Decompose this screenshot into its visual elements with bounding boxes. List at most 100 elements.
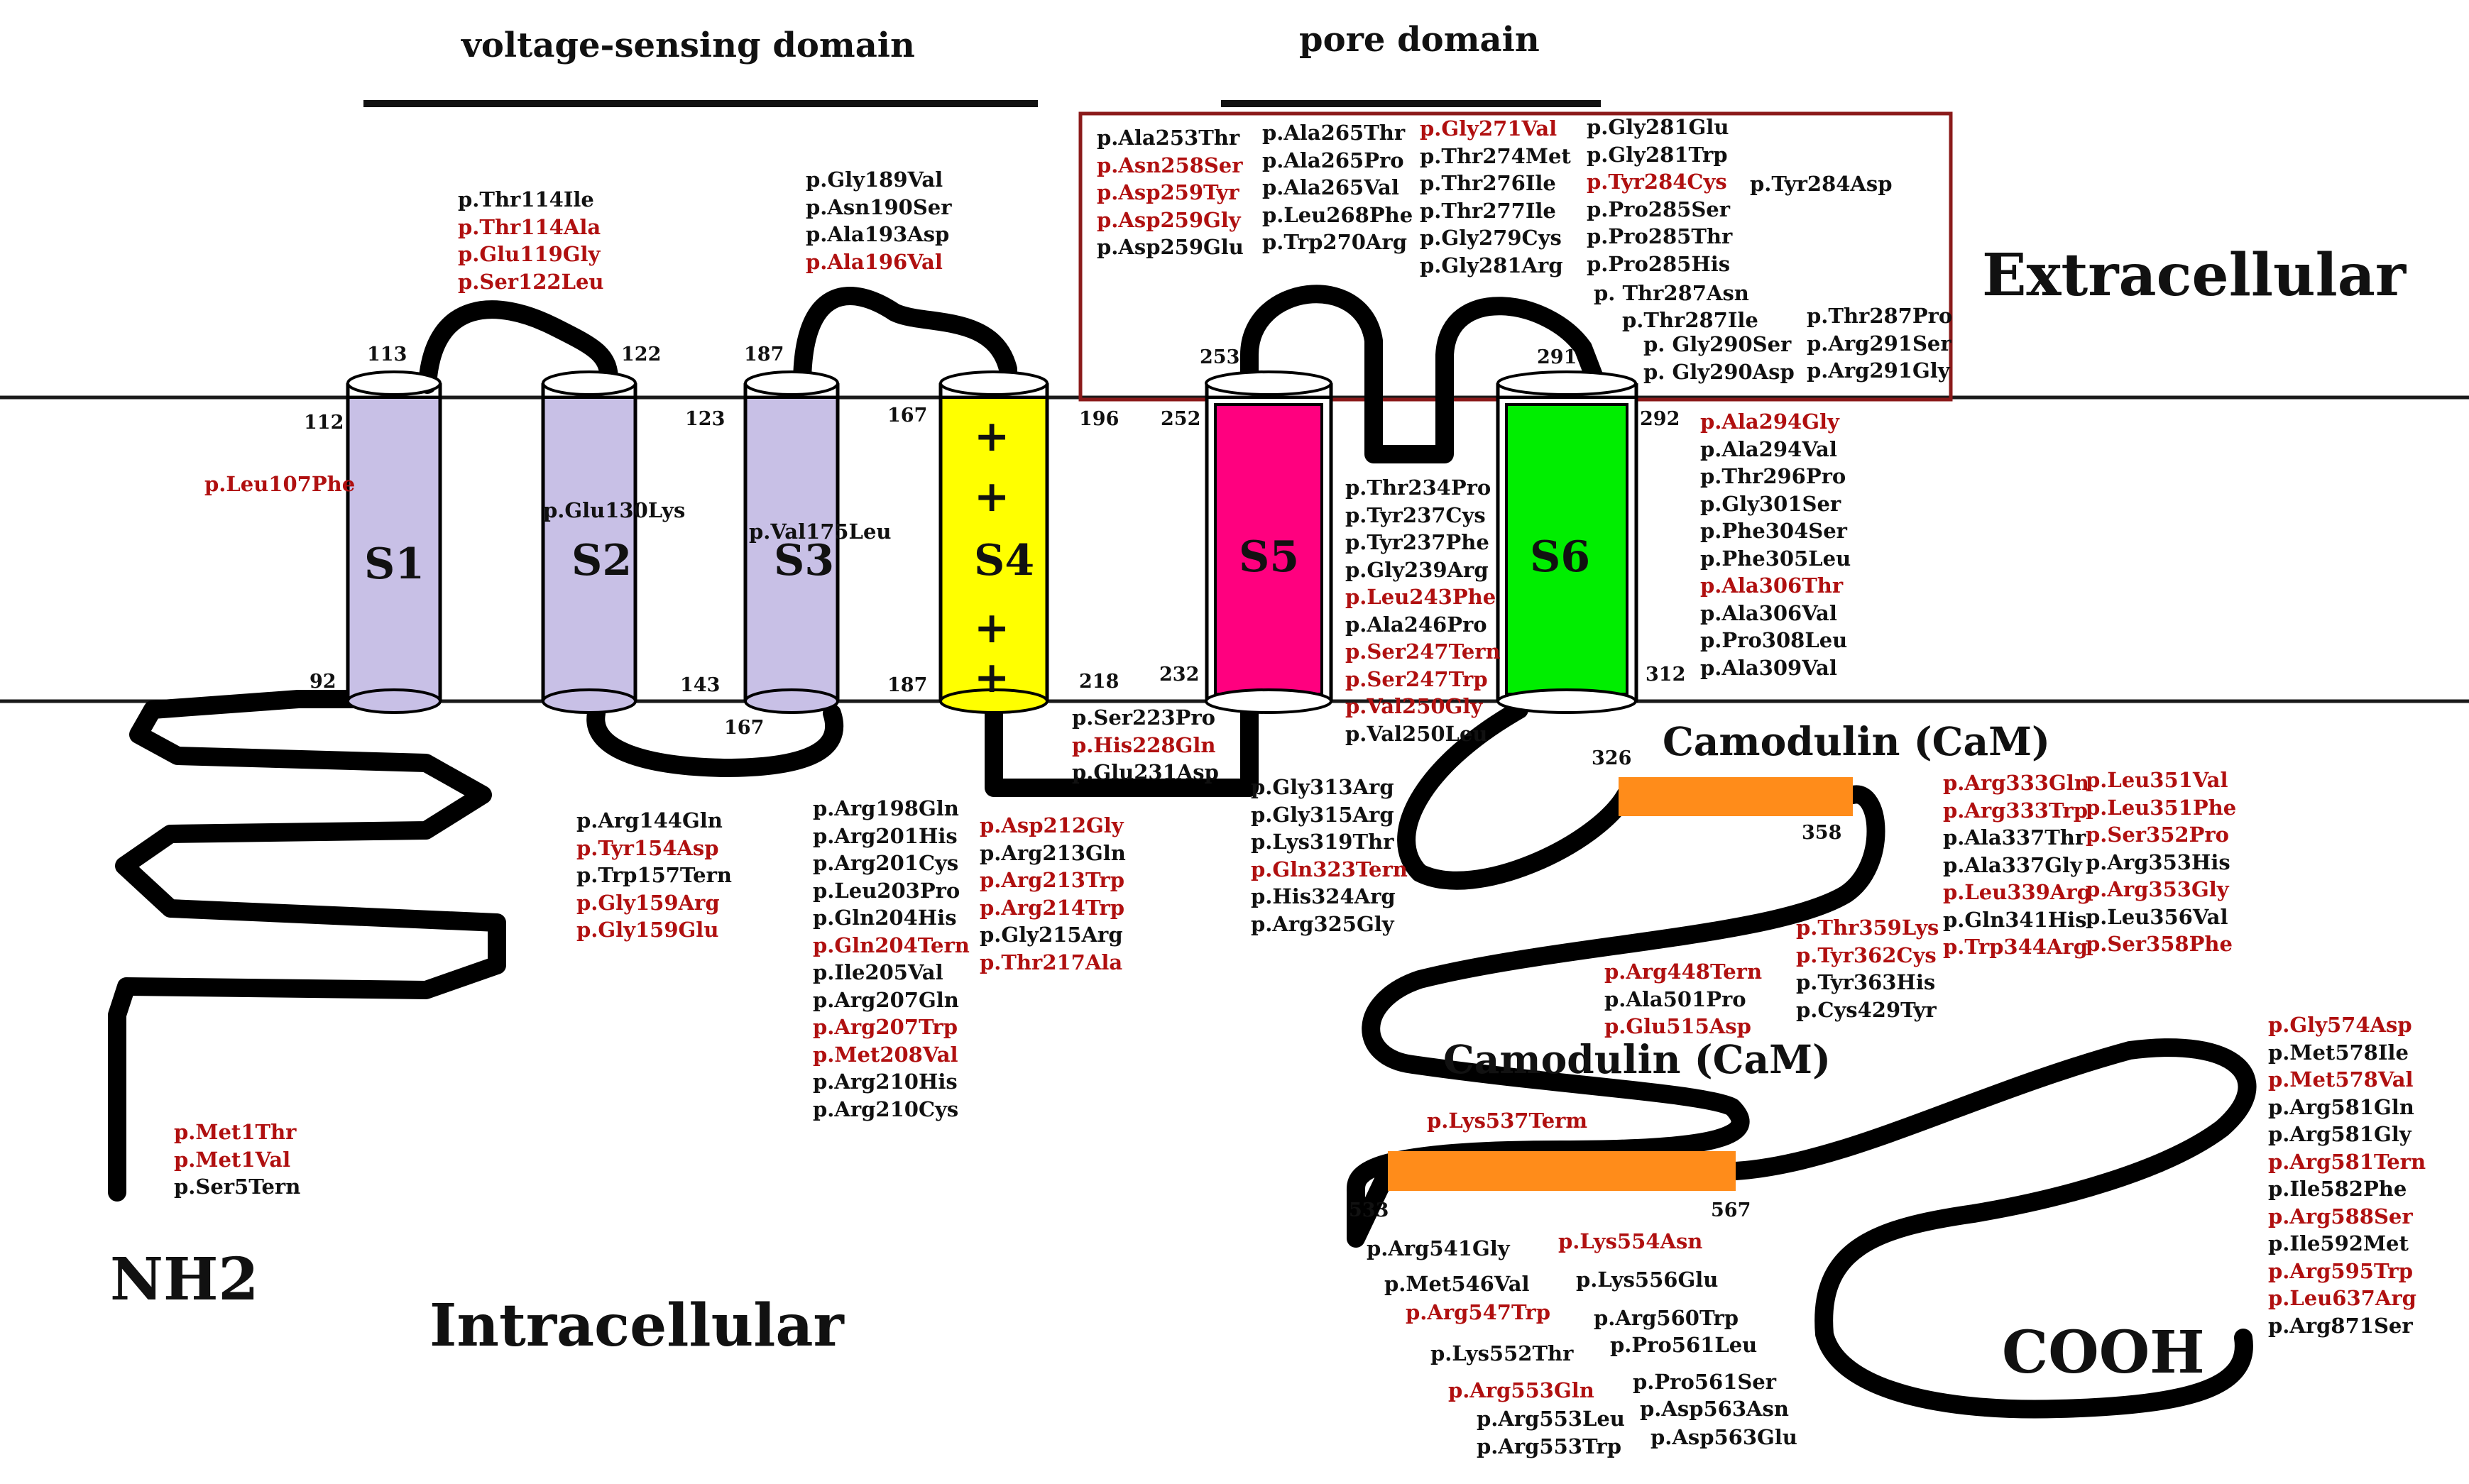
mutation-arg541gly: p.Arg541Gly (1367, 1235, 1510, 1263)
mutation-item: p.Gly313Arg (1251, 775, 1394, 799)
mutation-item: p.Tyr237Cys (1345, 502, 1486, 527)
mutation-item: p.Arg547Trp (1406, 1300, 1550, 1324)
mutation-asp563asn: p.Asp563Asn (1640, 1395, 1789, 1423)
s4-charge-4: + (974, 653, 1010, 703)
s1-helix (346, 370, 442, 714)
mutation-asp563glu: p.Asp563Glu (1650, 1424, 1797, 1451)
mutation-item: p.Asp259Glu (1097, 235, 1244, 259)
mutation-item: p.Val250Gly (1345, 694, 1483, 718)
mutation-arg547trp: p.Arg547Trp (1406, 1299, 1550, 1326)
mutation-item: p.Lys554Asn (1558, 1229, 1703, 1253)
s4-charge-3: + (974, 603, 1010, 653)
mutation-item: p.Arg201His (813, 823, 958, 848)
mutation-item: p.Lys552Thr (1430, 1341, 1574, 1365)
mutation-item: p.Arg581Tern (2268, 1149, 2426, 1174)
mutation-item: p.Arg588Ser (2268, 1204, 2413, 1229)
mutation-item: p.Arg207Trp (813, 1015, 958, 1039)
mutation-item: p.Thr217Ala (980, 950, 1123, 974)
cam-helix-1 (1619, 777, 1853, 816)
mutation-item: p.Ser352Pro (2086, 823, 2230, 847)
mutation-item: p.Ala265Pro (1262, 148, 1404, 172)
mutation-item: p.Leu203Pro (813, 878, 960, 903)
mutation-item: p.Trp270Arg (1262, 230, 1407, 254)
residue-533: 533 (1349, 1199, 1389, 1221)
mutation-item: p.Arg595Trp (2268, 1258, 2413, 1283)
mutation-item: p.Lys556Glu (1576, 1268, 1719, 1292)
mutation-item: p.Tyr237Phe (1345, 530, 1489, 554)
residue-326: 326 (1592, 747, 1632, 769)
mutation-item: p.Ser122Leu (458, 269, 604, 294)
mutation-item: p.Arg213Trp (980, 868, 1124, 892)
residue-122: 122 (621, 343, 662, 365)
residue-253: 253 (1200, 346, 1240, 368)
mutation-item: p.Arg325Gly (1251, 911, 1394, 936)
mutation-item: p.Ala265Val (1262, 175, 1399, 199)
mutation-item: p.Arg448Tern (1604, 960, 1763, 984)
mutation-item: p.Ile592Met (2268, 1231, 2409, 1255)
mutations-pore-thr287asn: p. Thr287Asn (1594, 280, 1749, 307)
mutation-item: p.Arg210Cys (813, 1096, 959, 1121)
mutation-item: p.Tyr363His (1796, 970, 1936, 994)
mutation-item: p. Thr287Asn (1594, 281, 1749, 305)
mutation-item: p.Met1Thr (174, 1120, 297, 1144)
mutation-item: p.Gly159Glu (576, 918, 719, 942)
mutation-item: p.Ala309Val (1700, 655, 1837, 680)
mutation-item: p.Arg213Gln (980, 840, 1126, 865)
mutation-item: p. Gly290Asp (1643, 359, 1795, 384)
mutation-item: p.Asp563Asn (1640, 1397, 1789, 1421)
mutation-item: p.Tyr284Cys (1587, 170, 1727, 194)
mutation-item: p.Leu243Phe (1345, 585, 1496, 609)
mutation-item: p.Trp344Arg (1943, 935, 2088, 959)
mutation-item: p.Gly239Arg (1345, 557, 1489, 582)
mutations-pore-thr287ile: p.Thr287Ile (1622, 307, 1758, 334)
mutation-item: p.Asp259Gly (1097, 207, 1241, 232)
mutation-item: p.Asp259Tyr (1097, 180, 1239, 204)
mutation-item: p.Thr276Ile (1420, 171, 1556, 195)
mutation-item: p.Arg560Trp (1594, 1306, 1739, 1330)
mutation-item: p.Cys429Tyr (1796, 997, 1937, 1022)
residue-112: 112 (304, 412, 344, 434)
mutation-item: p.Tyr284Asp (1750, 172, 1893, 196)
mutation-item: p.Ala337Thr (1943, 825, 2086, 850)
mutation-item: p.Glu119Gly (458, 242, 601, 266)
mutation-item: p.Pro561Ser (1633, 1370, 1777, 1394)
mutation-item: p.Ala337Gly (1943, 852, 2082, 877)
c-terminus-path (1726, 1038, 2257, 1419)
n-terminus-label: NH2 (110, 1246, 259, 1314)
mutation-item: p.Arg553Leu (1477, 1407, 1625, 1431)
mutation-item: p. Gly290Ser (1643, 332, 1792, 356)
mutation-met546val: p.Met546Val (1384, 1270, 1530, 1298)
residue-143: 143 (680, 674, 721, 696)
mutations-lys537: p.Lys537Term (1427, 1107, 1587, 1135)
residue-187-top: 187 (744, 343, 784, 365)
s1-label: S1 (364, 539, 425, 589)
residue-252: 252 (1161, 408, 1201, 430)
mutation-item: p.Ser358Phe (2086, 932, 2233, 956)
mutation-item: p.Asn190Ser (806, 194, 952, 219)
mutation-item: p.Arg353His (2086, 850, 2230, 874)
mutation-pro561leu: p.Pro561Leu (1610, 1331, 1757, 1359)
mutation-item: p.Ser247Tern (1345, 639, 1501, 664)
mutation-item: p.Thr234Pro (1345, 476, 1491, 500)
mutation-item: p.Asn258Ser (1097, 153, 1243, 177)
mutation-item: p.Thr287Ile (1622, 308, 1758, 332)
mutation-item: p.Tyr362Cys (1796, 942, 1937, 967)
mutation-item: p.Thr114Ala (458, 214, 601, 239)
cam-helix-2 (1388, 1151, 1736, 1191)
mutation-item: p.Glu515Asp (1604, 1014, 1751, 1038)
mutation-item: p.Pro561Leu (1610, 1333, 1758, 1357)
s2-helix (541, 370, 637, 714)
mutation-item: p.Arg291Gly (1807, 358, 1950, 383)
